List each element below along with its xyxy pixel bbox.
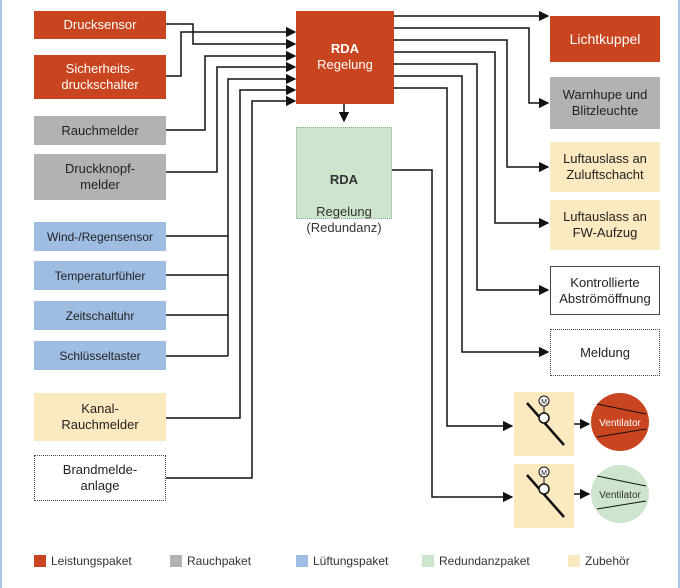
- legend-label: Redundanzpaket: [439, 554, 530, 568]
- legend-swatch: [34, 555, 46, 567]
- lichtkuppel-box: Lichtkuppel: [550, 16, 660, 62]
- rda-redundanz-box: RDA Regelung (Redundanz): [296, 127, 392, 235]
- damper-actuator-1: M: [514, 392, 574, 456]
- wire-sicherheitsdruckschalter: [166, 26, 297, 77]
- wire-druckknopfmelder: [166, 61, 297, 173]
- rda-regelung-box: RDA Regelung: [296, 11, 394, 104]
- wire-meldung: [394, 75, 550, 358]
- legend-item-lueftungspaket: Lüftungspaket: [296, 554, 388, 568]
- ventilator-1-label: Ventilator: [599, 418, 641, 429]
- legend-swatch: [568, 555, 580, 567]
- wire-warnhupe: [394, 27, 550, 109]
- temperaturfuehler-box: Temperaturfühler: [34, 261, 166, 290]
- rda-main-title: RDA: [330, 41, 360, 56]
- warnhupe-box: Warnhupe und Blitzleuchte: [550, 77, 660, 129]
- ventilator-2-label: Ventilator: [599, 490, 641, 501]
- legend-swatch: [296, 555, 308, 567]
- legend-item-redundanzpaket: Redundanzpaket: [422, 554, 530, 568]
- kanalrauchmelder-box: Kanal- Rauchmelder: [34, 393, 166, 441]
- wire-rauchmelder: [166, 50, 297, 131]
- legend-swatch: [422, 555, 434, 567]
- legend-item-zubehoer: Zubehör: [568, 554, 630, 568]
- druckknopfmelder-box: Druckknopf- melder: [34, 154, 166, 200]
- wire-windregensensor: [166, 73, 297, 237]
- motor-symbol-2: M: [541, 470, 547, 477]
- legend-swatch: [170, 555, 182, 567]
- wire-brandmeldeanlage: [166, 95, 297, 479]
- legend-item-rauchpaket: Rauchpaket: [170, 554, 251, 568]
- rda-main-subtitle: Regelung: [317, 57, 373, 72]
- legend-item-leistungspaket: Leistungspaket: [34, 554, 132, 568]
- damper-actuator-2: M: [514, 464, 574, 528]
- wire-kontrollierte: [394, 63, 550, 296]
- motor-symbol-1: M: [541, 399, 547, 406]
- windregensensor-box: Wind-/Regensensor: [34, 222, 166, 251]
- wire-luftauslass-zuluft: [394, 39, 550, 173]
- brandmeldeanlage-box: Brandmelde- anlage: [34, 455, 166, 501]
- luftauslass-zuluftschacht-box: Luftauslass an Zuluftschacht: [550, 142, 660, 192]
- ventilator-2-fan: Ventilator: [591, 465, 649, 523]
- zeitschaltuhr-box: Zeitschaltuhr: [34, 301, 166, 330]
- legend-label: Rauchpaket: [187, 554, 252, 568]
- luftauslass-fw-aufzug-box: Luftauslass an FW-Aufzug: [550, 200, 660, 250]
- wire-drucksensor: [166, 23, 297, 50]
- rda-redundanz-title: RDA: [329, 172, 359, 187]
- rda-redundanz-subtitle: Regelung (Redundanz): [306, 204, 382, 235]
- legend-label: Zubehör: [585, 554, 630, 568]
- legend-label: Lüftungspaket: [313, 554, 389, 568]
- wire-ventilator-1: [394, 87, 514, 432]
- wire-luftauslass-fw: [394, 51, 550, 229]
- schluesseltaster-box: Schlüsseltaster: [34, 341, 166, 370]
- ventilator-1-fan: Ventilator: [591, 393, 649, 451]
- sicherheitsdruckschalter-box: Sicherheits- druckschalter: [34, 55, 166, 99]
- rauchmelder-box: Rauchmelder: [34, 116, 166, 145]
- kontrollierte-abstroemoeffnung-box: Kontrollierte Abströmöffnung: [550, 266, 660, 315]
- wire-ventilator-2: [392, 169, 514, 503]
- wire-kanalrauchmelder: [166, 84, 297, 419]
- legend-label: Leistungspaket: [51, 554, 132, 568]
- drucksensor-box: Drucksensor: [34, 11, 166, 39]
- meldung-box: Meldung: [550, 329, 660, 376]
